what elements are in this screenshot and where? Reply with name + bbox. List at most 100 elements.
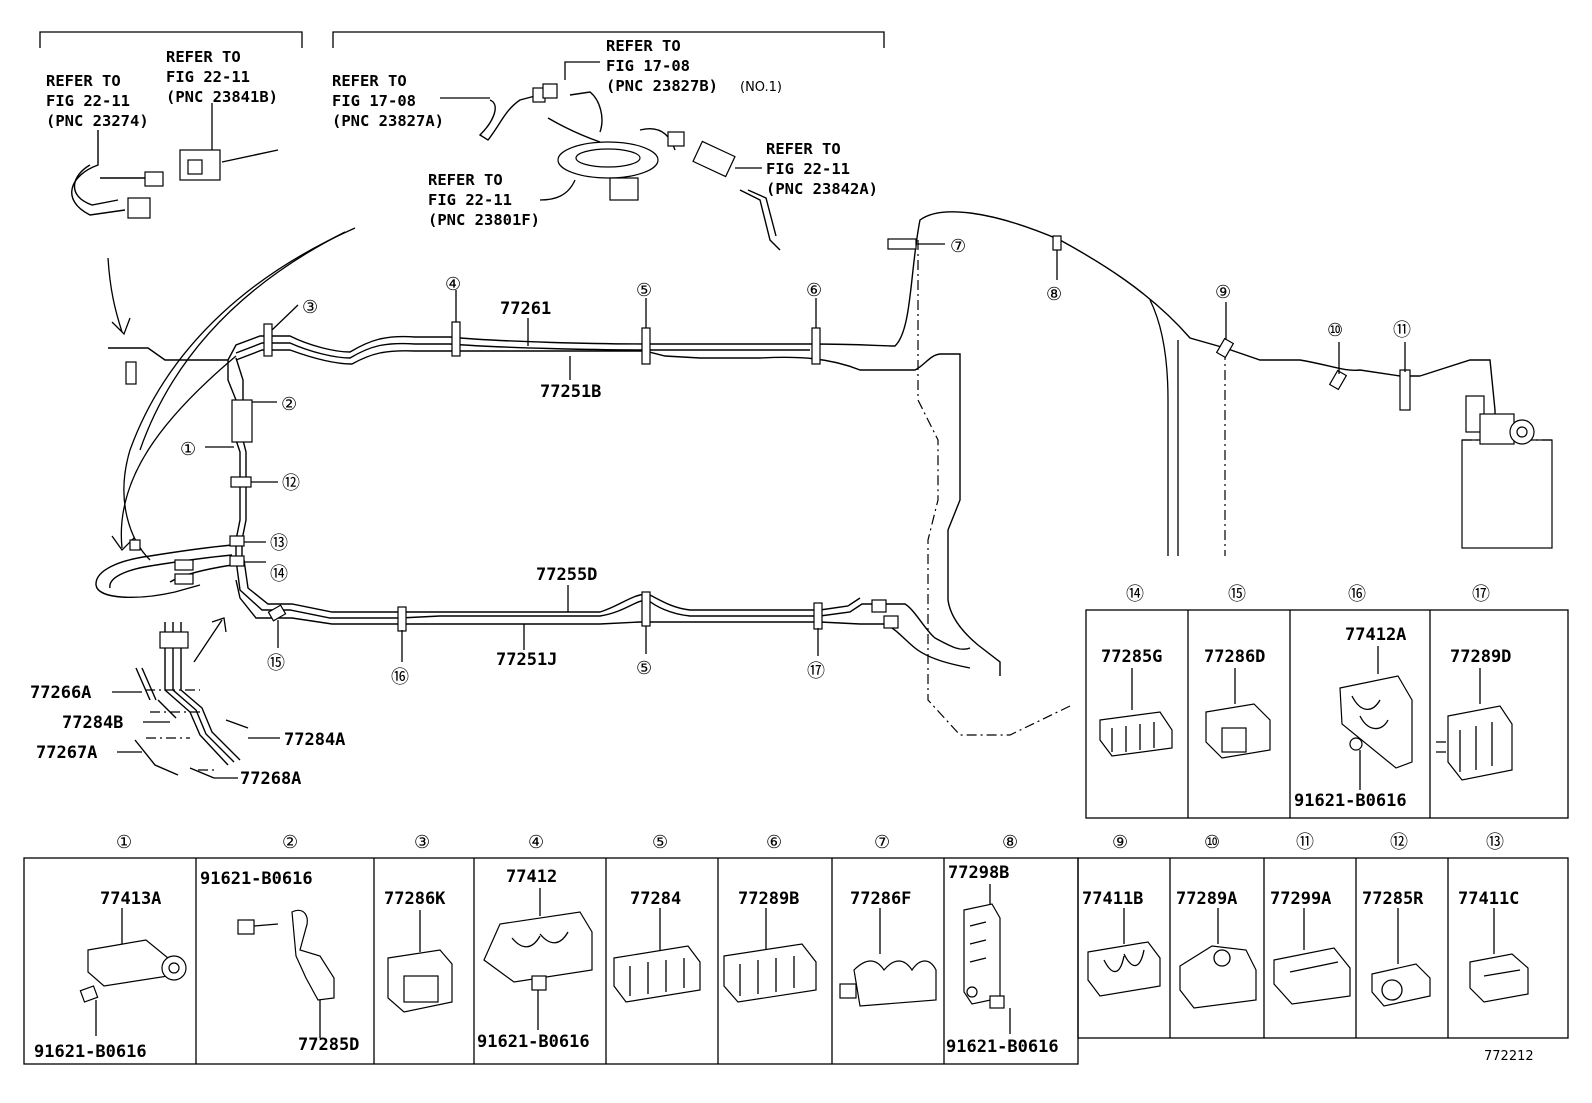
clamp-17-marker [813, 602, 823, 630]
label-77251J: 77251J [496, 650, 557, 670]
upper-box-17-num: ⑰ [1472, 584, 1490, 605]
svg-text:FIG 22-11: FIG 22-11 [166, 68, 250, 86]
upper-box-clip-drawings [1099, 646, 1513, 790]
callout-6: ⑥ [806, 280, 822, 301]
lower-box-11-num: ⑪ [1296, 832, 1314, 853]
lower-box-2-part: 77285D [298, 1035, 359, 1055]
svg-text:FIG 22-11: FIG 22-11 [46, 92, 130, 110]
lower-detail-boxes [23, 857, 1569, 1065]
reference-bracket-left [39, 31, 303, 48]
lower-box-1-bolt: 91621-B0616 [34, 1042, 147, 1062]
callout-9: ⑨ [1215, 282, 1231, 303]
upper-box-14-num: ⑭ [1126, 584, 1144, 605]
lower-box-13-part: 77411C [1458, 889, 1519, 909]
svg-text:(NO.1): (NO.1) [740, 80, 782, 95]
callout-10: ⑩ [1327, 320, 1343, 341]
svg-text:FIG 22-11: FIG 22-11 [766, 160, 850, 178]
reference-23274: REFER TO FIG 22-11 (PNC 23274) [46, 72, 149, 130]
clamp-14-marker [229, 555, 245, 567]
upper-box-16-part: 77412A [1345, 625, 1406, 645]
main-pipe-lower [235, 559, 971, 669]
svg-text:REFER TO: REFER TO [332, 72, 407, 90]
label-77267A: 77267A [36, 743, 97, 763]
clamp-16-marker [397, 606, 407, 632]
lower-box-7-num: ⑦ [874, 832, 890, 853]
lower-box-5-num: ⑤ [652, 832, 668, 853]
label-77266A: 77266A [30, 683, 91, 703]
charcoal-canister [1461, 395, 1553, 549]
lower-box-3-num: ③ [414, 832, 430, 853]
svg-text:FIG 17-08: FIG 17-08 [332, 92, 416, 110]
svg-text:REFER TO: REFER TO [166, 48, 241, 66]
lower-box-8-bolt: 91621-B0616 [946, 1037, 1059, 1057]
label-77284B: 77284B [62, 713, 123, 733]
clamp-8-marker [1052, 235, 1062, 251]
connector-23842A-drawing [692, 140, 781, 251]
hose-23827A-drawing [440, 87, 546, 141]
main-pipe-upper [108, 211, 1496, 676]
figure-id: 772212 [1484, 1049, 1534, 1064]
callout-1: ① [180, 439, 196, 460]
svg-text:(PNC 23827A): (PNC 23827A) [332, 112, 444, 130]
drain-lines [134, 622, 249, 779]
svg-text:(PNC 23842A): (PNC 23842A) [766, 180, 878, 198]
lower-box-2-bolt: 91621-B0616 [200, 869, 313, 889]
valve-assembly-23801F-drawing [539, 128, 685, 201]
reference-23801F: REFER TO FIG 22-11 (PNC 23801F) [428, 171, 540, 229]
hose-23274-drawing [71, 130, 164, 219]
callout-5: ⑤ [636, 280, 652, 301]
lower-box-1-num: ① [116, 832, 132, 853]
lower-box-2-num: ② [282, 832, 298, 853]
reference-23827A: REFER TO FIG 17-08 (PNC 23827A) [332, 72, 444, 130]
callout-13: ⑬ [270, 533, 288, 554]
clamp-15-marker [267, 604, 287, 622]
svg-text:(PNC 23841B): (PNC 23841B) [166, 88, 278, 106]
upper-box-17-part: 77289D [1450, 647, 1511, 667]
lower-box-12-num: ⑫ [1390, 832, 1408, 853]
body-outline-arc [123, 227, 356, 561]
callout-14: ⑭ [270, 564, 288, 585]
lower-box-8-part: 77298B [948, 863, 1009, 883]
reference-23841B: REFER TO FIG 22-11 (PNC 23841B) [166, 48, 278, 106]
callout-leaders [205, 243, 1406, 662]
callout-12: ⑫ [282, 473, 300, 494]
upper-box-16-bolt: 91621-B0616 [1294, 791, 1407, 811]
label-77255D: 77255D [536, 565, 597, 585]
upper-box-14-part: 77285G [1101, 647, 1162, 667]
filler-hose-loop [95, 539, 233, 599]
lower-box-9-num: ⑨ [1112, 832, 1128, 853]
callout-4: ④ [445, 274, 461, 295]
clamp-11-marker [1399, 369, 1411, 411]
lower-box-6-num: ⑥ [766, 832, 782, 853]
body-outline-arc-inner [139, 231, 346, 451]
svg-text:REFER TO: REFER TO [46, 72, 121, 90]
upper-box-15-num: ⑮ [1228, 584, 1246, 605]
clamp-9-marker [1215, 337, 1235, 359]
clamp-6-marker [811, 327, 821, 365]
label-77251B: 77251B [540, 382, 601, 402]
svg-text:FIG 17-08: FIG 17-08 [606, 57, 690, 75]
label-77261: 77261 [500, 299, 551, 319]
lower-box-clip-drawings [79, 884, 1529, 1038]
arrow-head [111, 317, 131, 336]
lower-box-13-num: ⑬ [1486, 832, 1504, 853]
sensor-23841B-drawing [179, 103, 279, 181]
callout-15: ⑮ [267, 653, 285, 674]
callout-2: ② [281, 394, 297, 415]
lower-box-6-part: 77289B [738, 889, 799, 909]
lower-box-12-part: 77285R [1362, 889, 1424, 909]
lower-box-10-part: 77289A [1176, 889, 1237, 909]
lower-box-10-num: ⑩ [1204, 832, 1220, 853]
callout-16: ⑯ [391, 667, 409, 688]
lower-box-1-part: 77413A [100, 889, 161, 909]
callout-8: ⑧ [1046, 284, 1062, 305]
callout-17: ⑰ [807, 661, 825, 682]
svg-text:REFER TO: REFER TO [606, 37, 681, 55]
upper-box-15-part: 77286D [1204, 647, 1265, 667]
arrow-up [193, 617, 227, 663]
reference-23827B: REFER TO FIG 17-08 (PNC 23827B) (NO.1) [606, 37, 782, 95]
lower-box-5-part: 77284 [630, 889, 681, 909]
clamp-5-lower-marker [641, 591, 651, 627]
hose-23827B-drawing [542, 61, 603, 143]
lower-box-8-num: ⑧ [1002, 832, 1018, 853]
